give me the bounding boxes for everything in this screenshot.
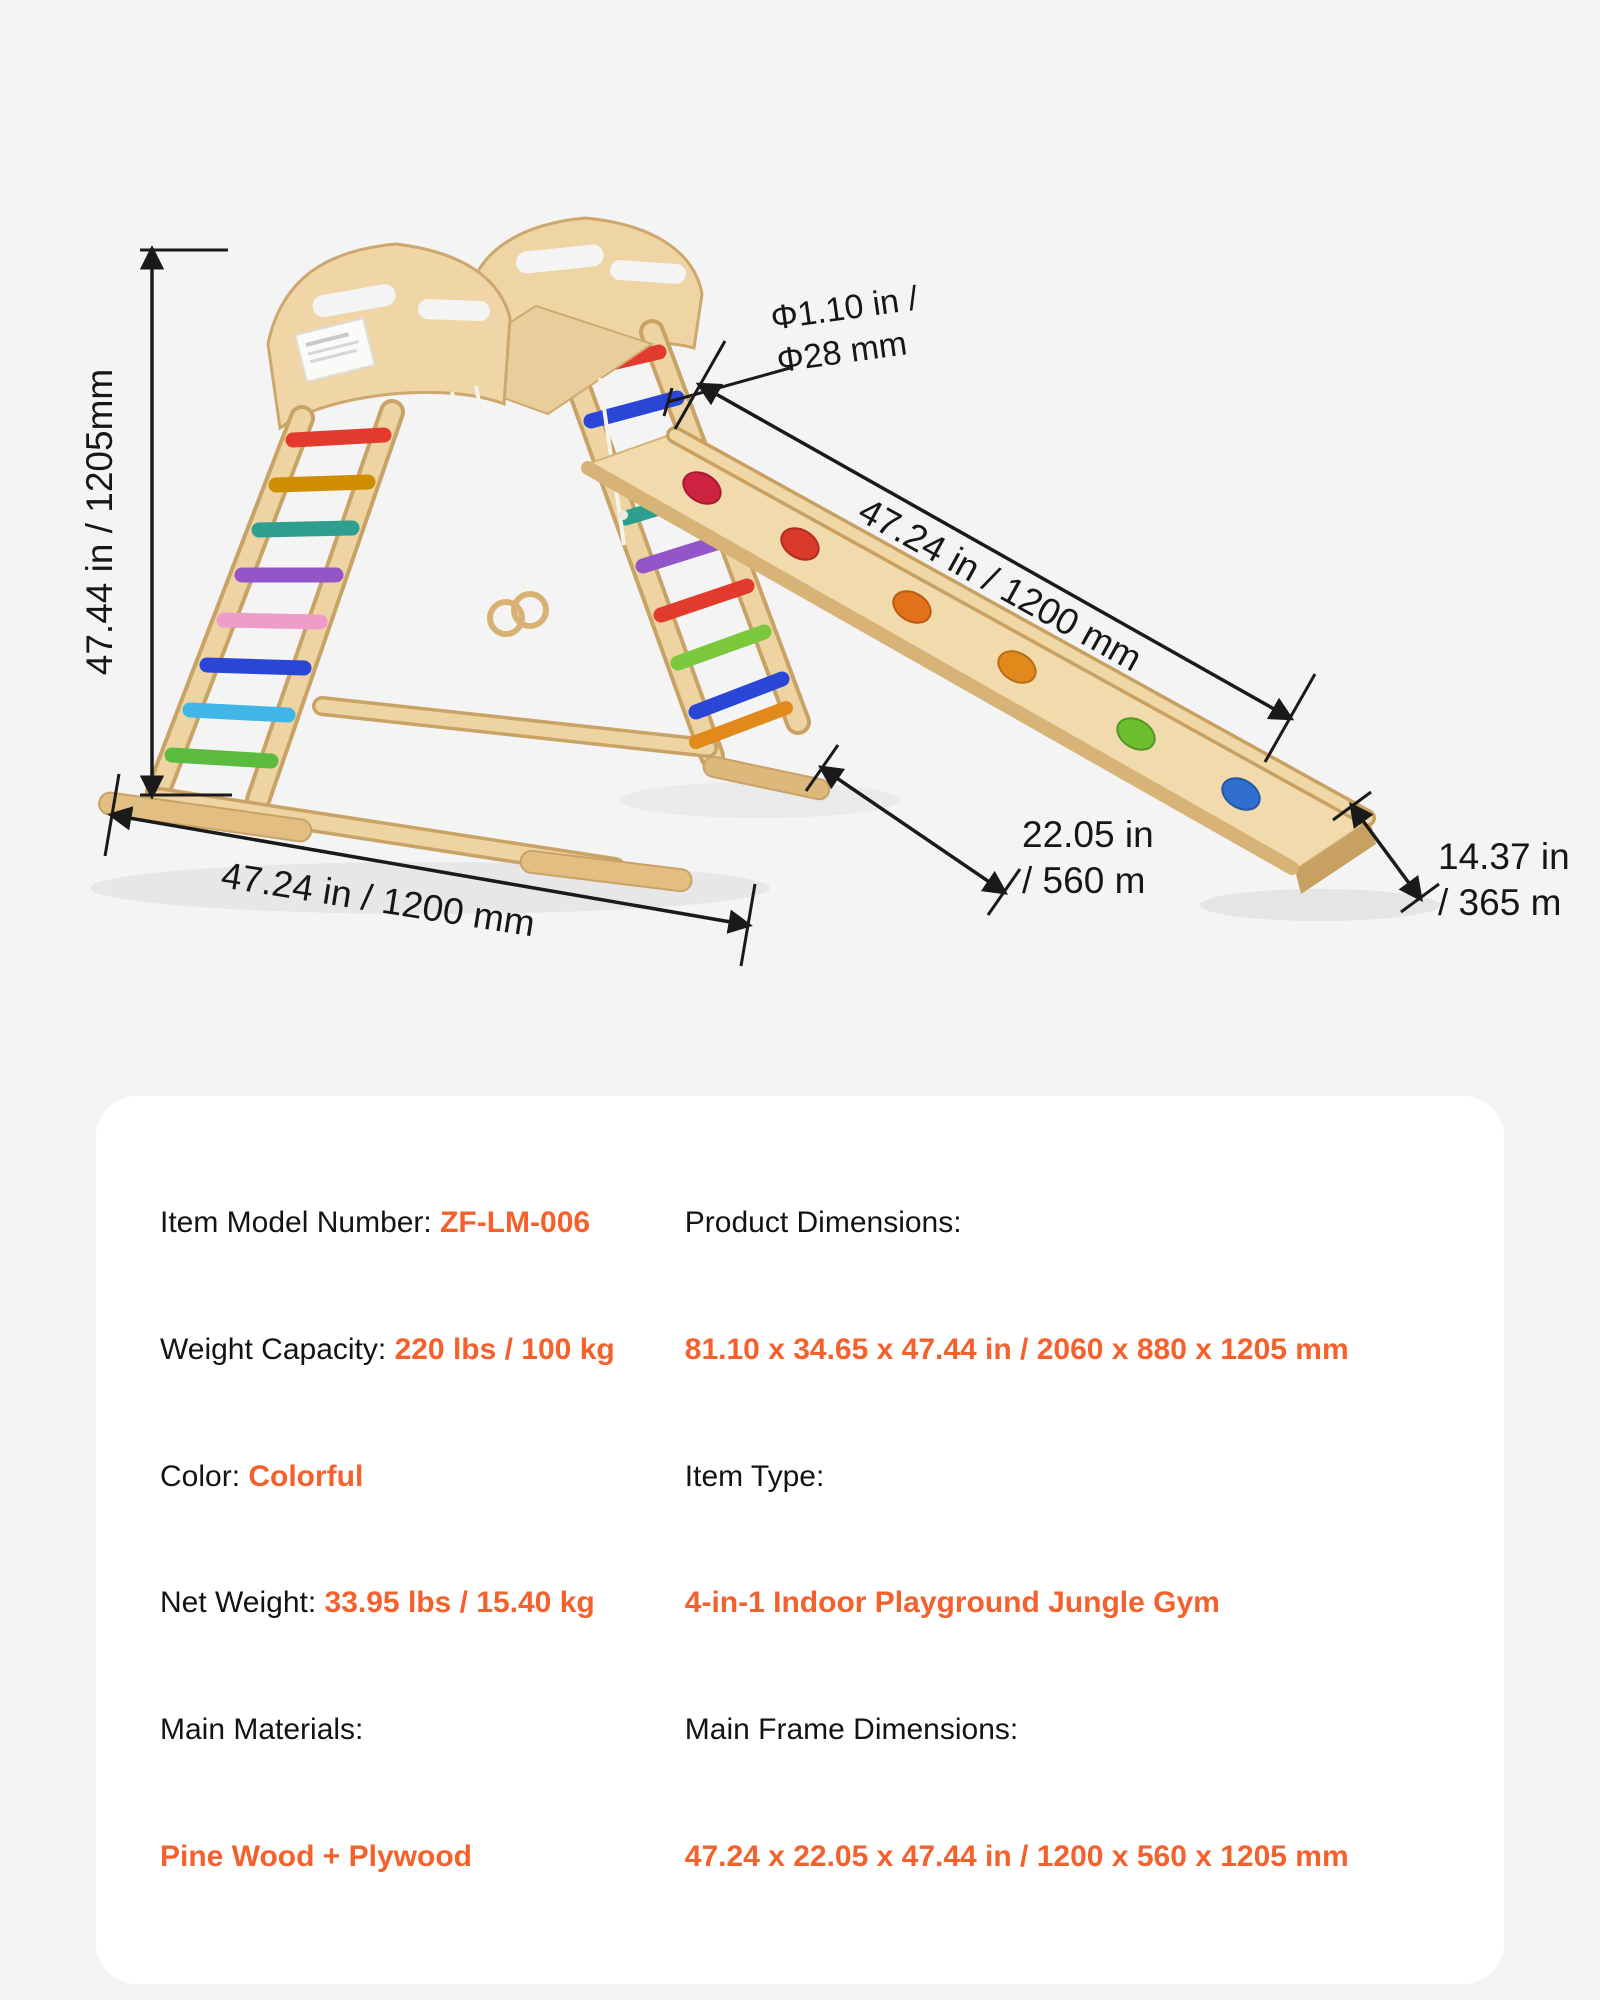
- spec-value: 81.10 x 34.65 x 47.44 in / 2060 x 880 x …: [684, 1332, 1349, 1366]
- dimension-depth-line1: 22.05 in: [1022, 814, 1154, 855]
- jungle-gym-diagram: [90, 216, 1440, 967]
- spec-main-materials-value: Pine Wood + Plywood: [160, 1840, 685, 1874]
- dimension-depth-label: 22.05 in / 560 m: [1022, 812, 1154, 905]
- slide: [581, 426, 1376, 894]
- spec-label: Main Materials:: [160, 1712, 364, 1746]
- spec-main-frame-dimensions-value: 47.24 x 22.05 x 47.44 in / 1200 x 560 x …: [685, 1840, 1440, 1874]
- dimension-line-depth: [817, 765, 1009, 895]
- spec-product-dimensions-value: 81.10 x 34.65 x 47.44 in / 2060 x 880 x …: [685, 1333, 1440, 1367]
- spec-main-frame-dimensions-label: Main Frame Dimensions:: [685, 1713, 1440, 1747]
- spec-label: Color:: [160, 1459, 249, 1493]
- spec-label: Main Frame Dimensions:: [684, 1712, 1019, 1746]
- dimension-lines: [103, 245, 1440, 967]
- spec-value: 47.24 x 22.05 x 47.44 in / 1200 x 560 x …: [684, 1839, 1349, 1873]
- dimension-depth-line2: / 560 m: [1022, 860, 1146, 902]
- dimension-line-base: [107, 806, 753, 934]
- spec-product-dimensions-label: Product Dimensions:: [685, 1206, 1440, 1240]
- spec-net-weight: Net Weight: 33.95 lbs / 15.40 kg: [160, 1586, 685, 1620]
- spec-label: Item Type:: [684, 1459, 825, 1493]
- spec-label: Weight Capacity:: [160, 1332, 395, 1366]
- dimension-height-label: 47.44 in / 1205mm: [78, 368, 120, 676]
- dimension-line-slide-length: [695, 382, 1295, 721]
- spec-value: 220 lbs / 100 kg: [394, 1332, 615, 1366]
- dimension-line-slide-width: [1349, 802, 1423, 902]
- spec-color: Color: Colorful: [160, 1460, 685, 1494]
- dimension-slide-width-label: 14.37 in / 365 m: [1438, 834, 1570, 927]
- product-illustration: [90, 216, 1440, 967]
- spec-label: Item Model Number:: [160, 1206, 441, 1240]
- spec-label: Product Dimensions:: [684, 1206, 962, 1240]
- spec-main-materials-label: Main Materials:: [160, 1713, 685, 1747]
- dimension-slide-width-line1: 14.37 in: [1438, 836, 1570, 877]
- spec-weight-capacity: Weight Capacity: 220 lbs / 100 kg: [160, 1333, 685, 1367]
- spec-value: Pine Wood + Plywood: [160, 1839, 472, 1873]
- spec-item-model: Item Model Number: ZF-LM-006: [160, 1206, 685, 1240]
- spec-item-type-label: Item Type:: [685, 1460, 1440, 1494]
- dimension-leader-diameter: [667, 366, 791, 404]
- spec-card: Item Model Number: ZF-LM-006 Product Dim…: [96, 1096, 1504, 1984]
- dimension-slide-width-line2: / 365 m: [1438, 882, 1562, 924]
- spec-item-type-value: 4-in-1 Indoor Playground Jungle Gym: [685, 1586, 1440, 1620]
- rear-base: [312, 696, 831, 801]
- left-arch-panel: [266, 242, 512, 431]
- spec-value: Colorful: [248, 1459, 364, 1493]
- spec-value: ZF-LM-006: [440, 1206, 591, 1240]
- product-sticker: [294, 317, 376, 383]
- front-ladder: [145, 399, 405, 813]
- spec-label: Net Weight:: [160, 1586, 325, 1620]
- spec-value: 4-in-1 Indoor Playground Jungle Gym: [684, 1586, 1220, 1620]
- spec-value: 33.95 lbs / 15.40 kg: [324, 1586, 595, 1620]
